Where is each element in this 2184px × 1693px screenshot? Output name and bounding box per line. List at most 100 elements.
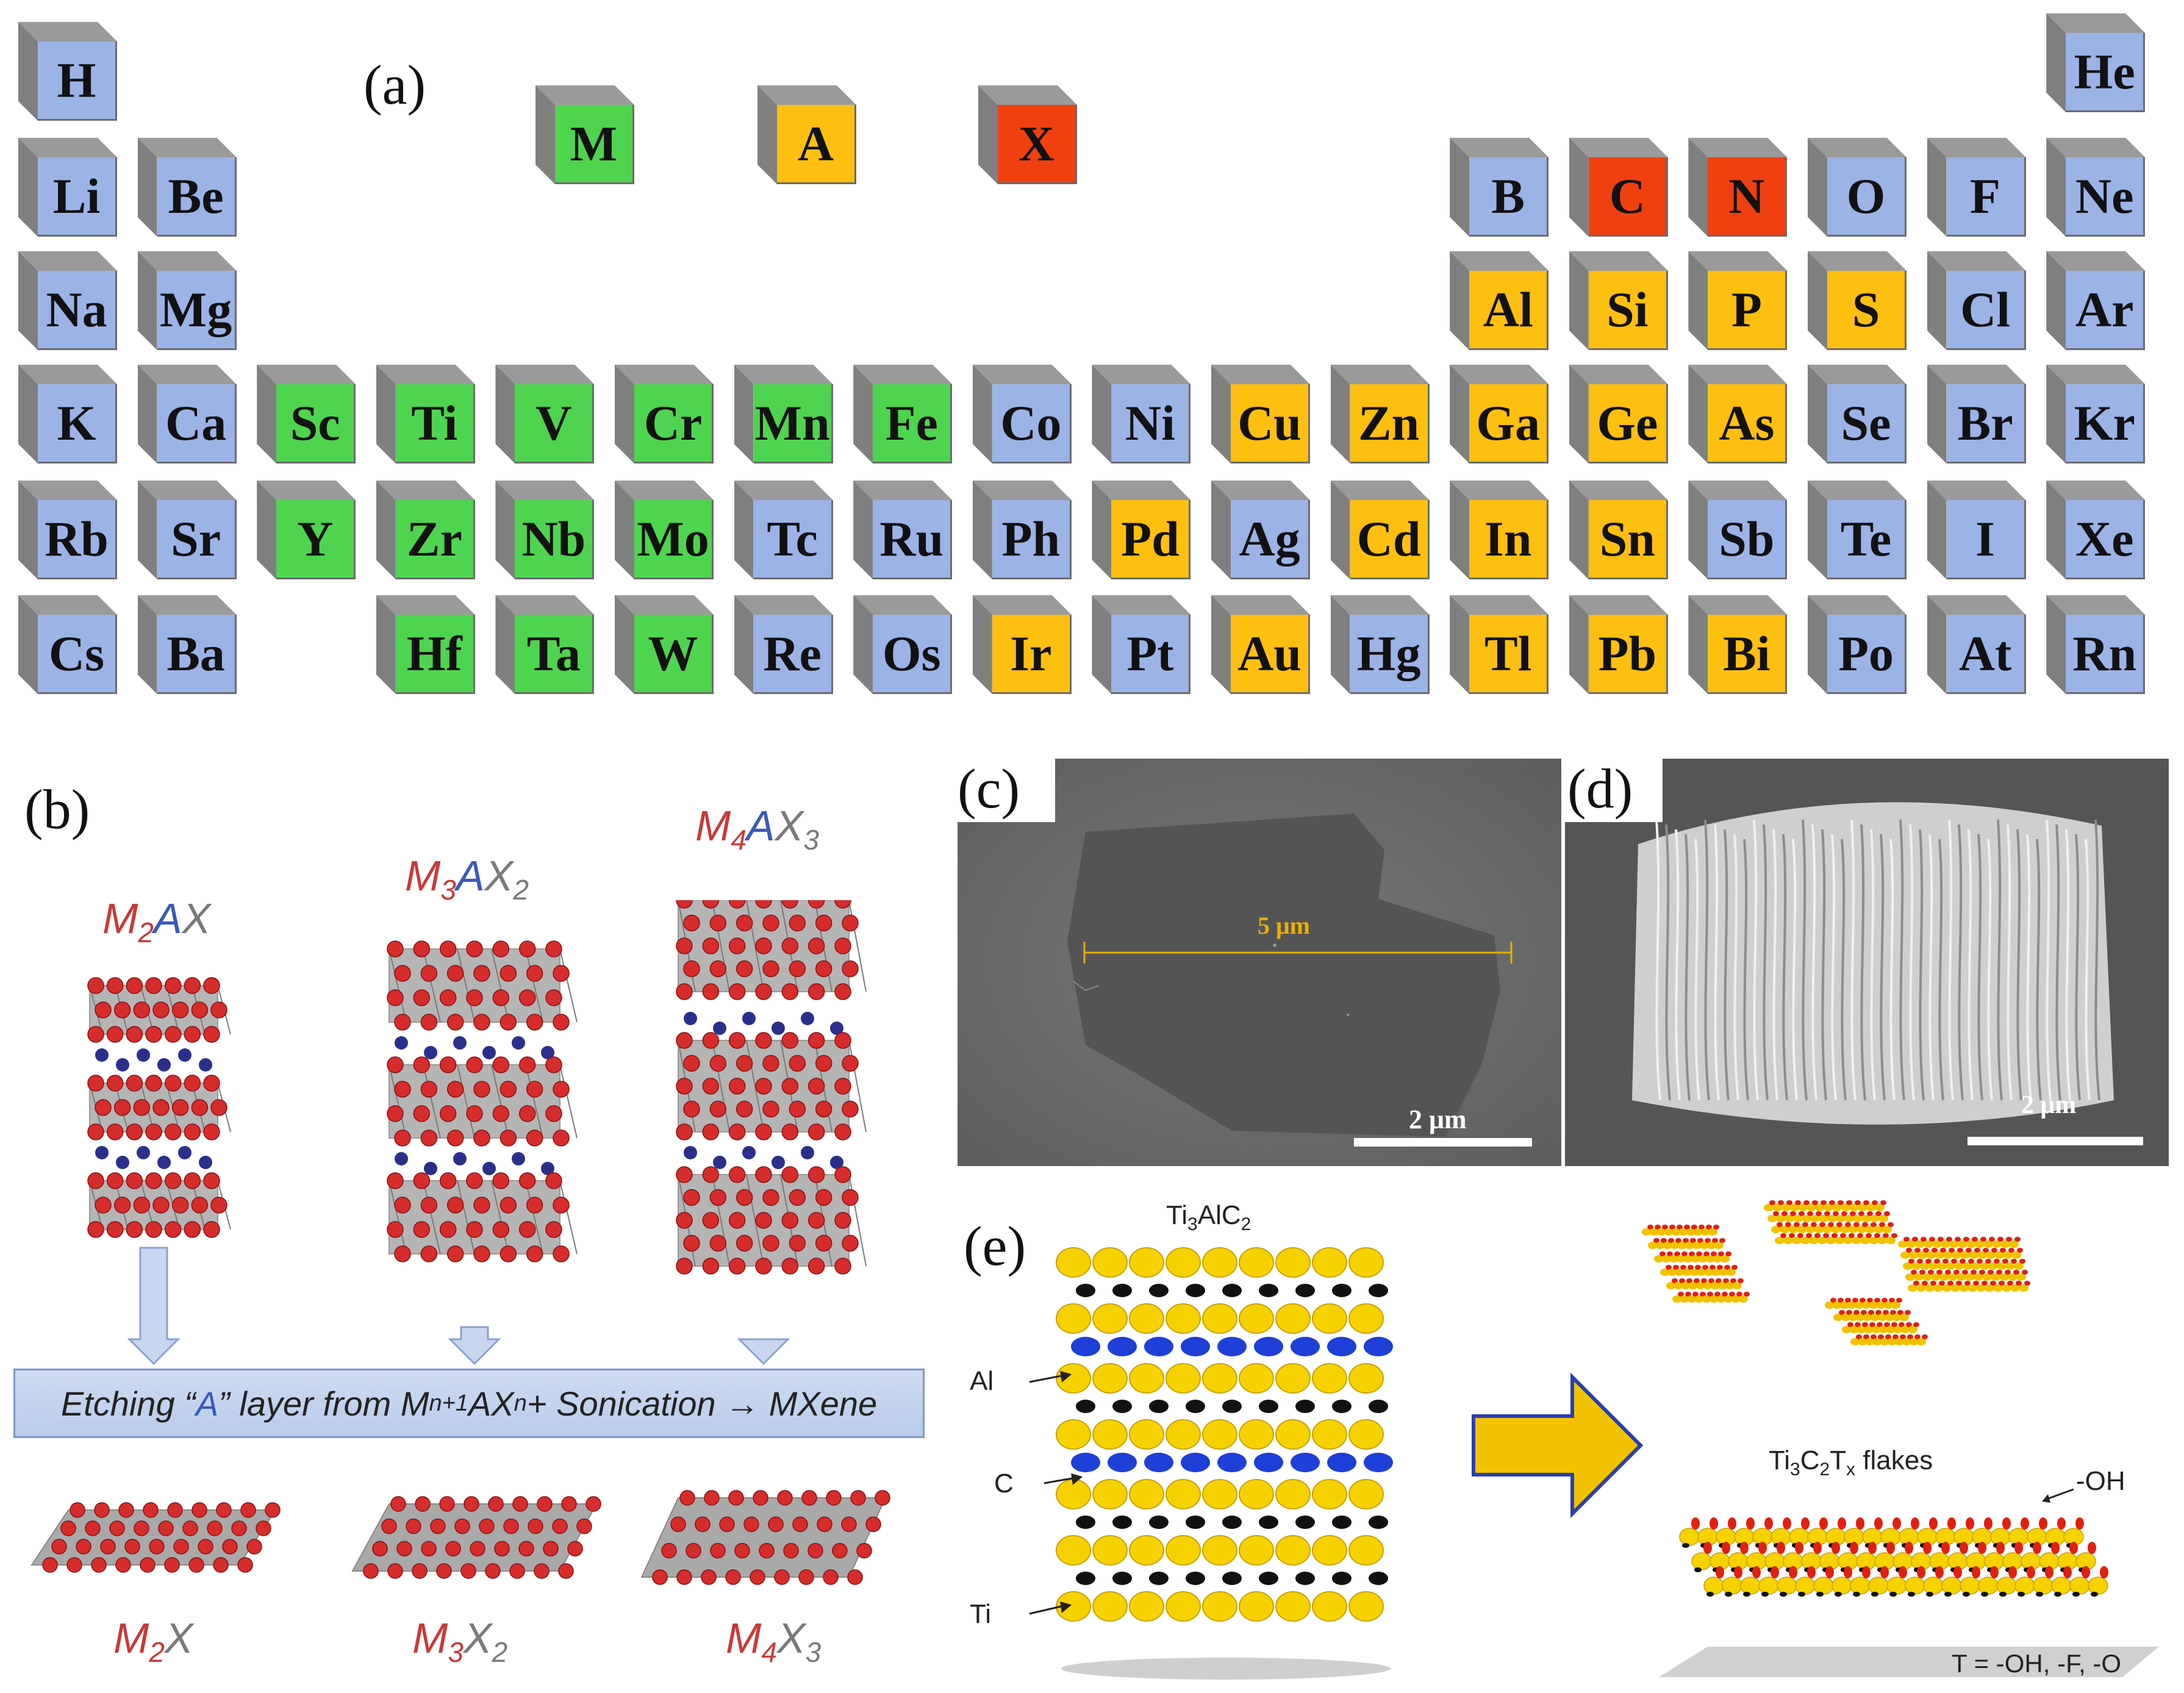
flake-ti-atom bbox=[1679, 1528, 1700, 1546]
m-atom bbox=[526, 1014, 543, 1031]
a-atom bbox=[772, 1022, 785, 1035]
flake-c-atom bbox=[1871, 1592, 1878, 1597]
flake-right-ti-atom bbox=[1900, 1251, 1910, 1259]
flake-top-ti-atom bbox=[1772, 1204, 1782, 1211]
m-atom bbox=[702, 937, 720, 954]
m-atom bbox=[499, 1129, 517, 1147]
flake-small-termination bbox=[1922, 1334, 1928, 1339]
m-atom bbox=[473, 965, 490, 982]
flake-right-ti-atom bbox=[1914, 1273, 1924, 1281]
flake-tilted-ti-atom bbox=[1677, 1242, 1687, 1249]
max-label-m4ax3: M4AX3 bbox=[695, 802, 819, 856]
element-symbol: Fe bbox=[873, 384, 953, 464]
element-tile-pd: Pd bbox=[1092, 481, 1191, 579]
al-atom bbox=[1144, 1453, 1173, 1472]
m-atom bbox=[807, 900, 825, 909]
flake-right-ti-atom bbox=[1920, 1262, 1930, 1270]
flake-termination bbox=[2057, 1517, 2066, 1530]
c-atom bbox=[1259, 1516, 1278, 1529]
flake-right-ti-atom bbox=[1917, 1251, 1927, 1259]
flake-tilted-ti-atom bbox=[1702, 1295, 1711, 1303]
flake-c-atom bbox=[1798, 1592, 1805, 1597]
m-atom bbox=[203, 1075, 220, 1092]
m-atom bbox=[171, 1197, 189, 1214]
element-tile-ru: Ru bbox=[853, 481, 953, 579]
ti-atom bbox=[1202, 1419, 1237, 1450]
flake-tilted-ti-atom bbox=[1699, 1242, 1709, 1249]
element-symbol: F bbox=[1946, 157, 2026, 237]
flake-right-ti-atom bbox=[2005, 1262, 2015, 1270]
m-atom bbox=[762, 1234, 779, 1252]
m-atom bbox=[203, 1026, 220, 1043]
c-atom bbox=[1186, 1284, 1205, 1297]
flake-tilted-termination bbox=[1683, 1238, 1689, 1243]
a-atom bbox=[178, 1146, 192, 1159]
m-atom bbox=[781, 1212, 799, 1229]
m-atom bbox=[652, 1569, 668, 1585]
ti-atom bbox=[1165, 1479, 1201, 1509]
flake-small-ti-atom bbox=[1847, 1301, 1856, 1309]
flake-small-termination bbox=[1913, 1322, 1919, 1327]
flake-small-termination bbox=[1889, 1298, 1895, 1303]
flake-termination bbox=[1819, 1517, 1828, 1530]
m-atom bbox=[755, 900, 772, 909]
element-symbol: Sc bbox=[276, 384, 356, 464]
flake-right-ti-atom bbox=[1903, 1262, 1913, 1270]
flake-tilted-termination bbox=[1703, 1251, 1710, 1256]
flake-top-termination bbox=[1778, 1200, 1784, 1205]
m-atom bbox=[240, 1502, 256, 1518]
flake-tilted-termination bbox=[1708, 1278, 1714, 1283]
m-atom bbox=[413, 1172, 431, 1189]
flake-small-termination bbox=[1900, 1334, 1906, 1339]
flake-tilted-termination bbox=[1718, 1251, 1724, 1256]
a-atom bbox=[801, 1012, 814, 1025]
flake-small-ti-atom bbox=[1832, 1301, 1842, 1309]
m-atom bbox=[704, 1490, 720, 1506]
c-atom bbox=[1332, 1572, 1352, 1585]
flake-tilted-ti-atom bbox=[1704, 1269, 1714, 1276]
element-symbol: As bbox=[1708, 384, 1788, 464]
flake-tilted-ti-atom bbox=[1648, 1242, 1658, 1249]
flake-termination bbox=[2014, 1542, 2023, 1554]
m-atom bbox=[709, 1054, 727, 1072]
flake-top-termination bbox=[1769, 1200, 1775, 1205]
flake-tilted-ti-atom bbox=[1732, 1282, 1742, 1289]
flake-right-ti-atom bbox=[1950, 1284, 1960, 1292]
m-atom bbox=[492, 1221, 510, 1238]
flake-ti-atom bbox=[1960, 1577, 1980, 1595]
m-atom bbox=[817, 1516, 832, 1533]
c-atom bbox=[1295, 1284, 1315, 1297]
flake-top-ti-atom bbox=[1767, 1215, 1777, 1222]
mxene-lamella bbox=[1987, 839, 1993, 1101]
flake-termination bbox=[1917, 1566, 1925, 1578]
element-tile-n: N bbox=[1688, 138, 1788, 237]
flake-ti-atom bbox=[1996, 1577, 2017, 1595]
m-atom bbox=[479, 1518, 495, 1534]
m-atom bbox=[492, 1056, 510, 1073]
m-atom bbox=[709, 914, 727, 932]
element-tile-al: Al bbox=[1450, 251, 1549, 350]
flake-top-ti-atom bbox=[1817, 1237, 1827, 1244]
flake-right-ti-atom bbox=[1986, 1251, 1996, 1259]
flake-top-ti-atom bbox=[1793, 1215, 1803, 1222]
element-tile-tl: Tl bbox=[1450, 595, 1549, 694]
a-atom bbox=[116, 1156, 129, 1169]
flake-small-termination bbox=[1869, 1322, 1875, 1327]
element-tile-zr: Zr bbox=[376, 481, 475, 579]
flake-top-ti-atom bbox=[1815, 1204, 1825, 1211]
flake-top-termination bbox=[1875, 1211, 1881, 1216]
element-symbol: W bbox=[634, 615, 714, 694]
flake-small-ti-atom bbox=[1877, 1314, 1887, 1321]
m-atom bbox=[126, 1026, 143, 1043]
flake-tilted-ti-atom bbox=[1698, 1255, 1708, 1262]
element-symbol: I bbox=[1946, 500, 2026, 579]
c-atom bbox=[1259, 1400, 1278, 1413]
m-atom bbox=[815, 960, 832, 978]
al-atom bbox=[1108, 1453, 1137, 1472]
flake-c-atom bbox=[1944, 1592, 1952, 1597]
m-atom bbox=[466, 989, 483, 1006]
flake-termination bbox=[2082, 1566, 2090, 1578]
ti-atom bbox=[1239, 1479, 1274, 1509]
element-tile-hg: Hg bbox=[1330, 595, 1430, 694]
m-atom bbox=[736, 914, 753, 932]
